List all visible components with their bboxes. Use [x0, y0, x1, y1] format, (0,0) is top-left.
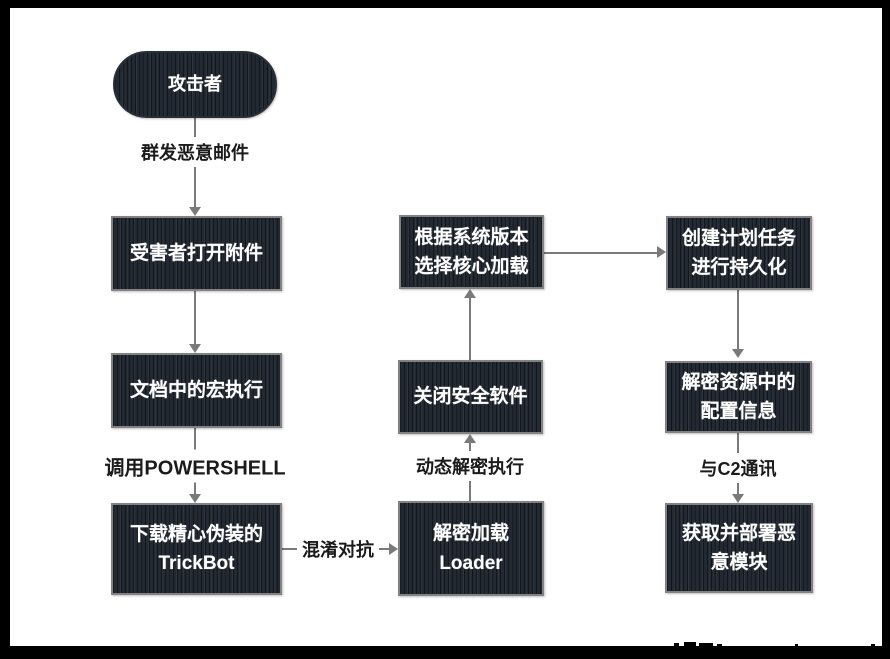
node-decrypt-loader: 解密加载 Loader — [398, 501, 544, 596]
node-attacker: 攻击者 — [113, 51, 277, 118]
node-download-trickbot: 下载精心伪装的 TrickBot — [111, 503, 282, 595]
node-scheduled-task: 创建计划任务 进行持久化 — [666, 216, 812, 290]
node-scheduled-task-label: 创建计划任务 进行持久化 — [681, 227, 796, 278]
node-deploy-modules: 获取并部署恶 意模块 — [665, 503, 813, 593]
arrowhead-icon — [732, 349, 744, 358]
edge-label-mass-mail: 群发恶意邮件 — [136, 137, 254, 167]
node-decrypt-config: 解密资源中的 配置信息 — [665, 361, 812, 433]
arrowhead-icon — [732, 494, 744, 503]
node-kill-security: 关闭安全软件 — [398, 360, 543, 434]
bottom-edge-artifact — [684, 642, 696, 647]
edge-label-dynamic-decrypt: 动态解密执行 — [411, 451, 529, 481]
arrowhead-icon — [189, 344, 201, 353]
node-macro-exec: 文档中的宏执行 — [111, 353, 282, 428]
edge-label-c2-comm: 与C2通讯 — [694, 453, 782, 483]
flowchart-canvas: 群发恶意邮件 调用POWERSHELL 混淆对抗 动态解密执行 与C2通讯 攻击… — [10, 8, 882, 646]
node-deploy-modules-label: 获取并部署恶 意模块 — [681, 522, 796, 573]
arrowhead-icon — [464, 289, 476, 298]
arrow-line-task-config — [737, 290, 739, 352]
bottom-edge-artifact — [717, 644, 722, 647]
arrowhead-icon — [189, 207, 201, 216]
node-select-core-label: 根据系统版本 选择核心加载 — [414, 226, 529, 277]
bottom-edge-artifact — [871, 644, 875, 647]
node-decrypt-loader-label: 解密加载 Loader — [432, 523, 509, 574]
arrow-line-open-macro — [194, 291, 196, 346]
arrowhead-icon — [189, 494, 201, 503]
edge-label-obfuscation: 混淆对抗 — [297, 534, 379, 564]
arrow-line-selcore-task — [544, 252, 659, 254]
bottom-edge-artifact — [674, 643, 679, 647]
arrowhead-icon — [657, 246, 666, 258]
arrow-line-killav-selcore — [469, 298, 471, 360]
arrowhead-icon — [389, 543, 398, 555]
node-kill-security-label: 关闭安全软件 — [413, 386, 528, 408]
node-select-core: 根据系统版本 选择核心加载 — [399, 215, 544, 289]
node-open-attachment-label: 受害者打开附件 — [129, 242, 263, 264]
node-attacker-label: 攻击者 — [168, 73, 222, 94]
edge-label-call-powershell: 调用POWERSHELL — [99, 449, 291, 483]
node-download-trickbot-label: 下载精心伪装的 TrickBot — [129, 523, 263, 574]
bottom-edge-artifact — [795, 644, 798, 647]
node-decrypt-config-label: 解密资源中的 配置信息 — [681, 371, 796, 422]
bottom-edge-artifact — [699, 643, 713, 647]
node-open-attachment: 受害者打开附件 — [111, 216, 282, 291]
node-macro-exec-label: 文档中的宏执行 — [129, 379, 263, 401]
arrowhead-icon — [464, 434, 476, 443]
